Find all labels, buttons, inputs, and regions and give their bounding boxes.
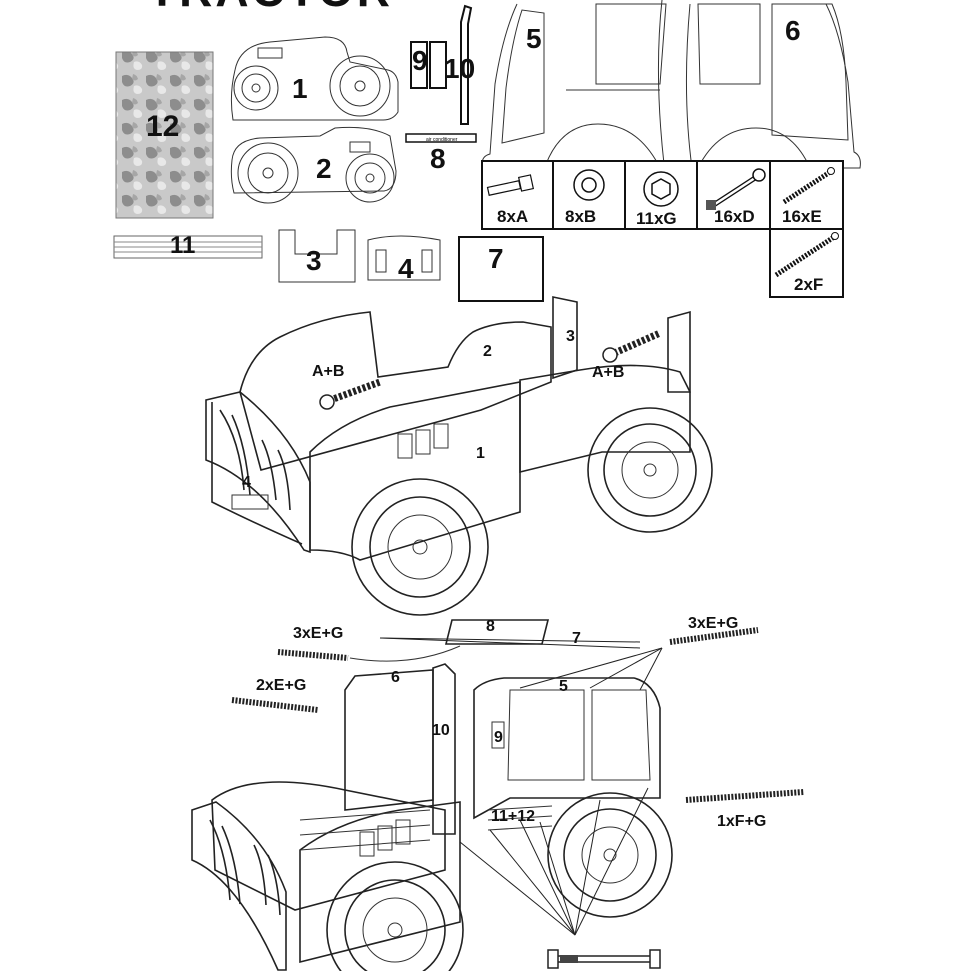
page-title: TRACTOR — [148, 0, 393, 16]
hex-nut-icon — [643, 171, 679, 207]
step1-label-1: 1 — [476, 445, 485, 462]
hardware-qty-b: 8xB — [565, 207, 596, 226]
step1-label-3: 3 — [566, 328, 575, 345]
long-bolt-icon — [706, 168, 766, 210]
part-label-3: 3 — [306, 245, 322, 276]
part-4-grille: 4 — [367, 235, 441, 284]
washer-icon — [573, 169, 605, 201]
step2-label-1xfg: 1xF+G — [717, 813, 766, 830]
part-10-post: 10 — [444, 4, 475, 125]
detail-bolt-icon — [547, 949, 661, 969]
hardware-qty-e: 16xE — [782, 207, 822, 226]
step2-label-5: 5 — [559, 678, 568, 695]
step2-label-11-12: 11+12 — [491, 808, 535, 825]
part-label-12: 12 — [146, 110, 179, 143]
step-2-assembly: 3xE+G 3xE+G 2xE+G 1xF+G 8 7 6 5 10 9 11+… — [191, 615, 805, 971]
part-label-10: 10 — [444, 53, 475, 84]
part-label-5: 5 — [526, 23, 542, 54]
step2-label-6: 6 — [391, 669, 400, 686]
part-label-11: 11 — [170, 232, 195, 259]
part-5-cabin-panel: 5 — [481, 0, 667, 165]
step1-label-2: 2 — [483, 343, 492, 360]
screw-icon — [782, 167, 835, 205]
step2-label-8: 8 — [486, 618, 495, 635]
step2-label-3xeg-left: 3xE+G — [293, 625, 343, 642]
step2-label-10: 10 — [432, 722, 450, 739]
step1-label-4: 4 — [242, 474, 251, 491]
step2-label-7: 7 — [572, 630, 581, 647]
air-conditioner-label: air conditioner — [426, 137, 458, 143]
step1-label-ab-right: A+B — [592, 364, 624, 381]
part-label-4: 4 — [398, 253, 414, 284]
part-label-2: 2 — [316, 153, 332, 184]
step-1-assembly: A+B A+B 1 2 3 4 — [205, 296, 713, 616]
step2-label-9: 9 — [494, 729, 503, 746]
part-3-bracket: 3 — [278, 229, 356, 283]
part-label-6: 6 — [785, 15, 801, 46]
part-9-post: 9 — [410, 41, 447, 89]
part-7-board: 7 — [458, 236, 544, 302]
hardware-qty-d: 16xD — [714, 207, 755, 226]
step2-label-3xeg-right: 3xE+G — [688, 615, 738, 632]
part-label-7: 7 — [488, 243, 504, 274]
part-11-slats: 11 — [113, 232, 263, 259]
hardware-qty-a: 8xA — [497, 207, 528, 226]
step2-label-2xeg: 2xE+G — [256, 677, 306, 694]
hardware-qty-g: 11xG — [636, 209, 677, 228]
part-1-side-panel: 1 — [230, 36, 399, 121]
part-6-cabin-panel: 6 — [685, 3, 861, 169]
part-label-8: 8 — [430, 143, 446, 174]
hardware-table: 8xA 8xB 11xG 16xD 16xE 2xF — [481, 160, 844, 298]
part-label-9: 9 — [412, 45, 428, 76]
part-8-bar: air conditioner 8 — [405, 133, 477, 174]
part-2-side-panel: 2 — [230, 126, 397, 204]
step1-label-ab-left: A+B — [312, 363, 344, 380]
part-12-panel: 12 — [115, 51, 214, 219]
bolt-icon — [486, 174, 535, 196]
hardware-qty-f: 2xF — [794, 275, 823, 294]
part-label-1: 1 — [292, 73, 308, 104]
long-screw-icon — [774, 232, 839, 278]
